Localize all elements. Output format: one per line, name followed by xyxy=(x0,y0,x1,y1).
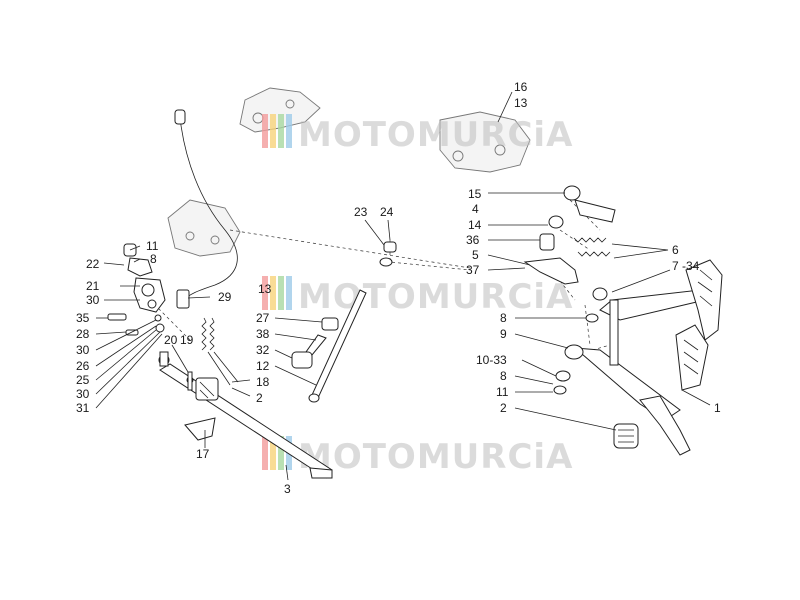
callout-22: 22 xyxy=(86,257,100,271)
callout-13-top: 13 xyxy=(514,96,528,110)
frame-bracket-left xyxy=(167,199,241,257)
return-springs xyxy=(186,317,239,391)
rear-brake-lever xyxy=(158,351,333,479)
pedal-rubber-pad xyxy=(613,423,639,449)
watermark-top: MOTOMURCiA xyxy=(262,114,573,155)
callout-8-upper: 8 xyxy=(500,311,507,325)
callout-35: 35 xyxy=(76,311,90,325)
callout-36: 36 xyxy=(466,233,480,247)
callout-5: 5 xyxy=(472,248,479,262)
callout-2-center: 2 xyxy=(256,391,263,405)
callout-8-left: 8 xyxy=(150,252,157,266)
watermark-text-middle: MOTOMURCiA xyxy=(298,277,573,317)
callout-30-a: 30 xyxy=(86,293,100,307)
callout-29: 29 xyxy=(218,290,232,304)
callout-14: 14 xyxy=(468,218,482,232)
callout-25: 25 xyxy=(76,373,90,387)
callout-18: 18 xyxy=(256,375,270,389)
callout-13-middle: 13 xyxy=(258,282,272,296)
footrest-bracket xyxy=(523,185,616,285)
callout-8-lower: 8 xyxy=(500,369,507,383)
callout-27: 27 xyxy=(256,311,270,325)
callout-7-34: 7 -34 xyxy=(672,259,700,273)
callout-16: 16 xyxy=(514,80,528,94)
callout-labels: 16 13 15 4 14 36 5 37 6 7 -34 8 9 10-33 … xyxy=(76,80,721,496)
callout-38: 38 xyxy=(256,327,270,341)
callout-23: 23 xyxy=(354,205,368,219)
callout-15: 15 xyxy=(468,187,482,201)
callout-12: 12 xyxy=(256,359,270,373)
frame-bracket-top xyxy=(239,87,321,133)
callout-4: 4 xyxy=(472,202,479,216)
callout-1: 1 xyxy=(714,401,721,415)
brake-cable xyxy=(174,109,238,309)
callout-2-right: 2 xyxy=(500,401,507,415)
callout-21: 21 xyxy=(86,279,100,293)
leader-lines xyxy=(95,91,711,481)
callout-30-c: 30 xyxy=(76,387,90,401)
callout-32: 32 xyxy=(256,343,270,357)
callout-19: 19 xyxy=(180,333,194,347)
center-pivot-parts xyxy=(291,241,397,403)
callout-30-b: 30 xyxy=(76,343,90,357)
callout-37: 37 xyxy=(466,263,480,277)
brake-linkage-assembly xyxy=(107,243,166,336)
callout-11-left: 11 xyxy=(146,239,159,253)
callout-3: 3 xyxy=(284,482,291,496)
callout-24: 24 xyxy=(380,205,394,219)
callout-31: 31 xyxy=(76,401,90,415)
callout-10-33: 10-33 xyxy=(476,353,507,367)
washers-stack xyxy=(553,313,599,395)
callout-6: 6 xyxy=(672,243,679,257)
callout-11-right: 11 xyxy=(496,385,509,399)
callout-26: 26 xyxy=(76,359,90,373)
watermark-middle: MOTOMURCiA xyxy=(262,276,573,317)
watermark-text-bottom: MOTOMURCiA xyxy=(298,437,573,477)
frame-bracket-right xyxy=(439,111,531,173)
callout-9: 9 xyxy=(500,327,507,341)
watermark-bottom: MOTOMURCiA xyxy=(262,436,573,477)
callout-28: 28 xyxy=(76,327,90,341)
main-brake-pedal xyxy=(564,259,723,456)
callout-20: 20 xyxy=(164,333,178,347)
watermark-text-top: MOTOMURCiA xyxy=(298,115,573,155)
callout-17: 17 xyxy=(196,447,210,461)
